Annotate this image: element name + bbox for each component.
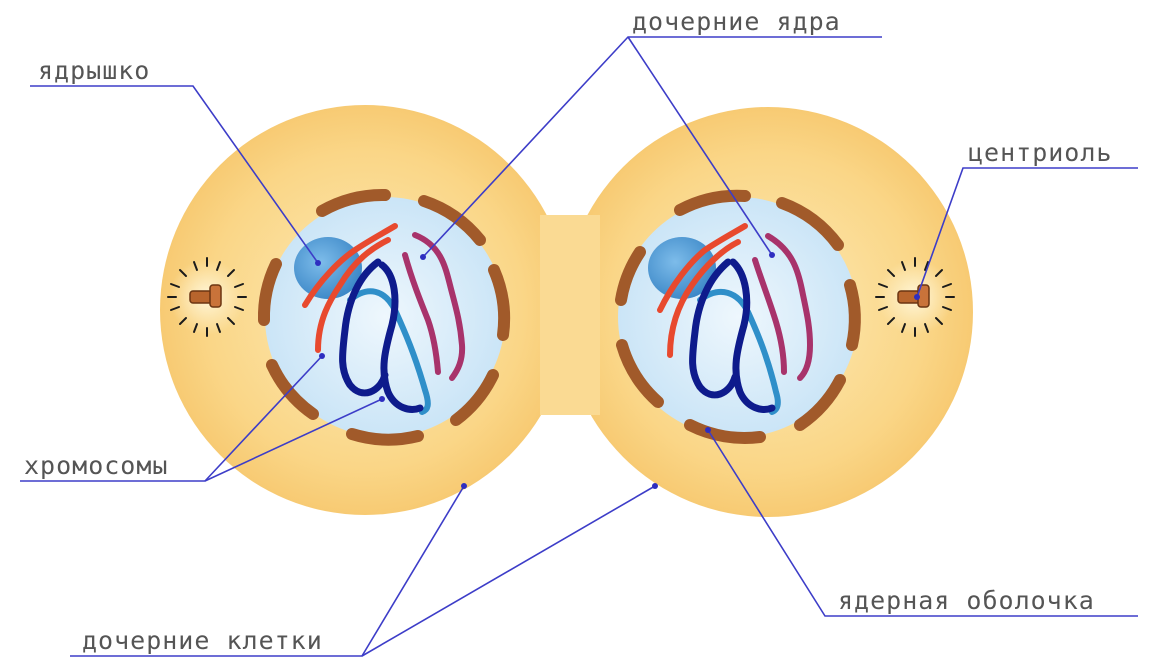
right-nucleus bbox=[618, 196, 858, 438]
label-daughter-cells: дочерние клетки bbox=[82, 628, 323, 653]
cleavage-furrow-top bbox=[540, 146, 592, 190]
label-nuclear-envelope: ядерная оболочка bbox=[838, 588, 1095, 613]
label-chromosomes: хромосомы bbox=[24, 453, 168, 478]
left-centriole bbox=[168, 258, 246, 336]
label-nucleolus: ядрышко bbox=[38, 58, 150, 83]
cleavage-bridge bbox=[540, 215, 600, 415]
cleavage-furrow-bottom bbox=[540, 426, 592, 474]
leader-daughter-cells-2 bbox=[362, 486, 655, 656]
label-daughter-nuclei: дочерние ядра bbox=[632, 9, 841, 34]
label-centriole: центриоль bbox=[968, 140, 1112, 165]
